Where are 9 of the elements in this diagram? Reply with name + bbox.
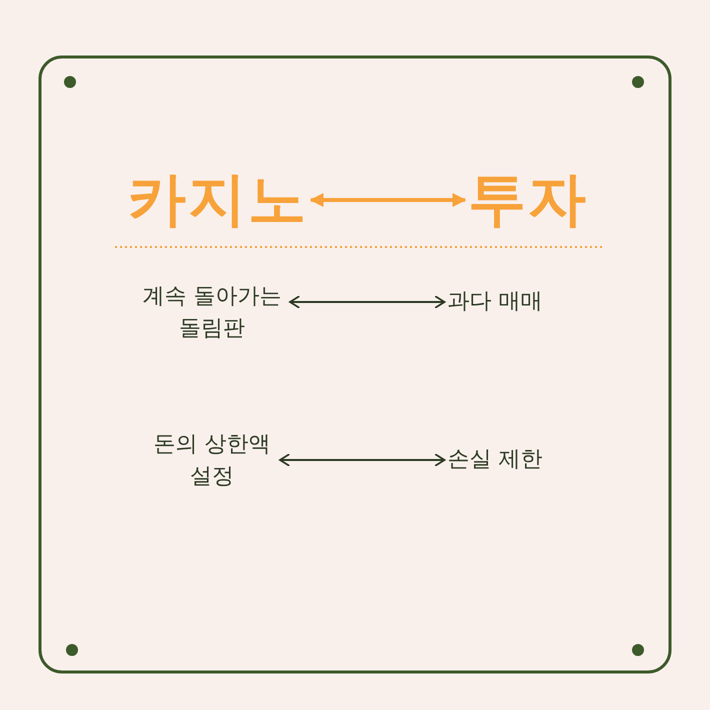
double-arrow [279,453,446,467]
heading-text: 카지노 [128,164,308,235]
double-arrow [289,295,446,309]
comparison-text: 과다 매매 [448,288,542,316]
heading-text: 투자 [468,164,588,235]
double-arrow [310,193,466,207]
comparison-text: 손실 제한 [448,446,542,474]
comparison-text: 계속 돌아가는 돌림판 [142,283,282,343]
comparison-text: 돈의 상한액 설정 [152,431,272,491]
